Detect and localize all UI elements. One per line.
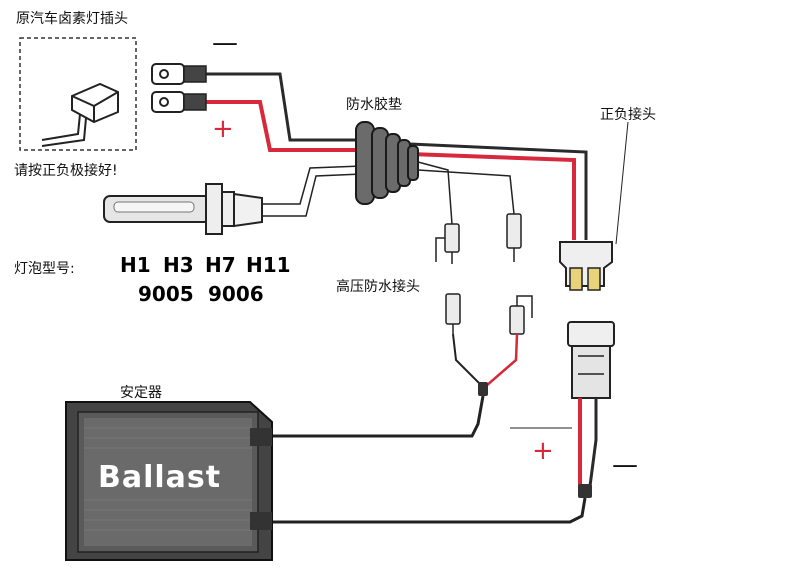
- battery-wire-joint: [578, 484, 592, 498]
- original-plug-label: 原汽车卤素灯插头: [16, 11, 128, 27]
- pos-neg-connector-female: [559, 241, 613, 291]
- hv-wire-lower-red: [485, 333, 519, 387]
- battery-negative-sign: —: [612, 450, 638, 480]
- ballast-box: [65, 401, 273, 561]
- plug-positive-sign: +: [212, 114, 234, 144]
- battery-positive-sign: +: [532, 436, 554, 466]
- ballast-hv-cable: [270, 395, 485, 438]
- hv-connector-label: 高压防水接头: [336, 279, 420, 295]
- ballast-cn-label: 安定器: [120, 385, 162, 401]
- battery-negative-wire: [588, 398, 598, 487]
- ballast-brand-text: Ballast: [98, 460, 222, 495]
- bulb-model-label: 灯泡型号:: [14, 261, 75, 277]
- hid-bulb-icon: [103, 183, 263, 235]
- bulb-model-h1: H1: [120, 253, 151, 277]
- hv-wire-upper-left: [417, 161, 453, 225]
- hv-connector-upper: [435, 213, 522, 264]
- bulb-model-9005: 9005: [138, 282, 194, 306]
- plug-negative-sign: —: [212, 28, 238, 58]
- hv-wire-joint: [478, 382, 488, 396]
- hv-connector-lower: [445, 293, 533, 335]
- bulb-model-9006: 9006: [208, 282, 264, 306]
- bulb-wire-b: [262, 173, 363, 217]
- connect-hint-label: 请按正负极接好!: [14, 163, 118, 179]
- pos-neg-connector-label: 正负接头: [600, 107, 656, 123]
- hv-wire-lower-black: [452, 333, 483, 387]
- ring-terminals: [151, 63, 207, 113]
- ballast-power-cable: [270, 497, 587, 524]
- bulb-model-h7: H7: [205, 253, 236, 277]
- hv-wire-upper-right: [417, 169, 515, 215]
- halogen-plug-icon: [41, 82, 119, 147]
- waterproof-grommet: [355, 121, 419, 205]
- bulb-model-h3: H3: [163, 253, 194, 277]
- grommet-label: 防水胶垫: [346, 97, 402, 113]
- original-plug-box: [19, 37, 137, 151]
- bulb-wire-a: [262, 165, 363, 205]
- bulb-model-h11: H11: [246, 253, 291, 277]
- pos-neg-leader-line: [615, 121, 629, 245]
- pos-neg-connector-male: [567, 321, 615, 399]
